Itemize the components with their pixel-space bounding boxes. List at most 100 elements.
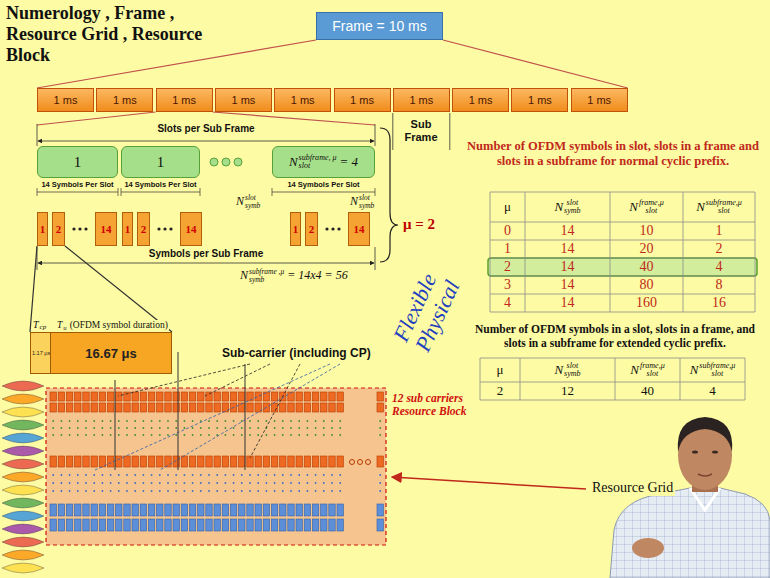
grid-dot	[216, 427, 218, 429]
resource-element	[165, 504, 171, 516]
grid-dot	[93, 427, 95, 429]
ellipsis-dot	[325, 227, 328, 230]
text-span: 1 ms	[172, 94, 196, 106]
resource-element	[337, 456, 343, 467]
pointer-line	[160, 364, 340, 470]
grid-dot	[331, 474, 333, 476]
resource-element	[198, 403, 204, 412]
text-span: 2	[504, 259, 511, 275]
grid-dot	[315, 490, 317, 492]
text-span: 1 ms	[291, 94, 315, 106]
subframe-box: 1 ms	[571, 88, 628, 112]
grid-dot	[184, 434, 186, 436]
symbol-box: 1	[122, 212, 133, 246]
grid-dot	[110, 474, 112, 476]
resource-element	[222, 504, 228, 516]
grid-dot	[102, 490, 104, 492]
resource-element	[124, 403, 130, 412]
subcarrier-wave	[2, 433, 44, 443]
text-span: 14	[561, 223, 575, 239]
text-span: 1	[40, 223, 46, 235]
resource-element	[337, 392, 343, 401]
resource-element	[296, 519, 302, 531]
grid-dot	[151, 490, 153, 492]
zoom-line	[37, 112, 156, 125]
grid-dot	[257, 490, 259, 492]
grid-dot	[257, 474, 259, 476]
resource-element	[148, 456, 154, 467]
resource-element	[107, 392, 113, 401]
resource-element	[116, 519, 122, 531]
table-cell: 14	[525, 222, 610, 240]
bracket-line	[121, 188, 200, 196]
grid-dot	[110, 482, 112, 484]
resource-element	[198, 456, 204, 467]
grid-dot	[379, 490, 381, 492]
resource-element	[296, 392, 302, 401]
ellipsis-dot	[331, 227, 334, 230]
table-header: Nframe,μslot	[615, 358, 680, 382]
resource-element	[329, 392, 335, 401]
resource-element	[304, 504, 310, 516]
table-header: Nslotsymb	[525, 192, 610, 222]
grid-dot	[102, 474, 104, 476]
text-span: symb	[564, 370, 581, 378]
resource-element	[140, 504, 146, 516]
grid-dot	[225, 427, 227, 429]
grid-dot	[77, 482, 79, 484]
resource-element	[271, 504, 277, 516]
text-span: N	[629, 199, 638, 215]
resource-element	[148, 504, 154, 516]
text-span: 40	[640, 259, 654, 275]
grid-dot	[192, 490, 194, 492]
grid-dot	[126, 427, 128, 429]
text-span: symb	[249, 276, 284, 284]
grid-dot	[208, 420, 210, 422]
curly-brace	[380, 128, 398, 262]
grid-dot	[323, 427, 325, 429]
grid-dot	[225, 420, 227, 422]
grid-dot	[241, 474, 243, 476]
resource-element	[66, 392, 72, 401]
grid-dot	[134, 427, 136, 429]
resource-element	[50, 456, 56, 467]
grid-dot	[167, 420, 169, 422]
resource-element	[312, 519, 318, 531]
grid-dot	[225, 482, 227, 484]
grid-dot	[233, 434, 235, 436]
grid-dot	[126, 482, 128, 484]
text-span: N	[236, 194, 244, 209]
resource-element	[116, 504, 122, 516]
text-span: 40	[641, 383, 654, 399]
grid-dot	[52, 420, 54, 422]
subframe-box: 1 ms	[274, 88, 331, 112]
grid-dot	[298, 420, 300, 422]
resource-element	[99, 392, 105, 401]
text-span: 14	[561, 295, 575, 311]
grid-dot	[192, 482, 194, 484]
text-span: slot	[699, 370, 735, 378]
text-span: slot	[245, 194, 260, 202]
table-cell: 160	[610, 294, 683, 312]
grid-dot	[331, 420, 333, 422]
bracket-line	[37, 188, 118, 196]
ellipsis-dot	[337, 227, 340, 230]
text-span: 8	[716, 277, 723, 293]
text-span: Resource Grid	[592, 480, 673, 495]
grid-dot	[159, 490, 161, 492]
symbol-duration-box: Tu(OFDM symbol duration)16.67 μs	[50, 332, 172, 374]
grid-dot	[143, 482, 145, 484]
resource-element	[66, 403, 72, 412]
text-span: N	[696, 199, 705, 215]
grid-dot	[225, 434, 227, 436]
grid-dot	[249, 427, 251, 429]
grid-dot	[216, 474, 218, 476]
ellipsis-dot	[210, 158, 218, 166]
pointer-line	[250, 364, 300, 458]
text-span: 1 ms	[409, 94, 433, 106]
grid-dot	[200, 434, 202, 436]
subcarrier-wave	[2, 459, 44, 469]
text-span: Sub-carrier (including CP)	[222, 346, 371, 360]
subcarrier-wave	[2, 446, 44, 456]
hand-shape	[632, 538, 664, 558]
